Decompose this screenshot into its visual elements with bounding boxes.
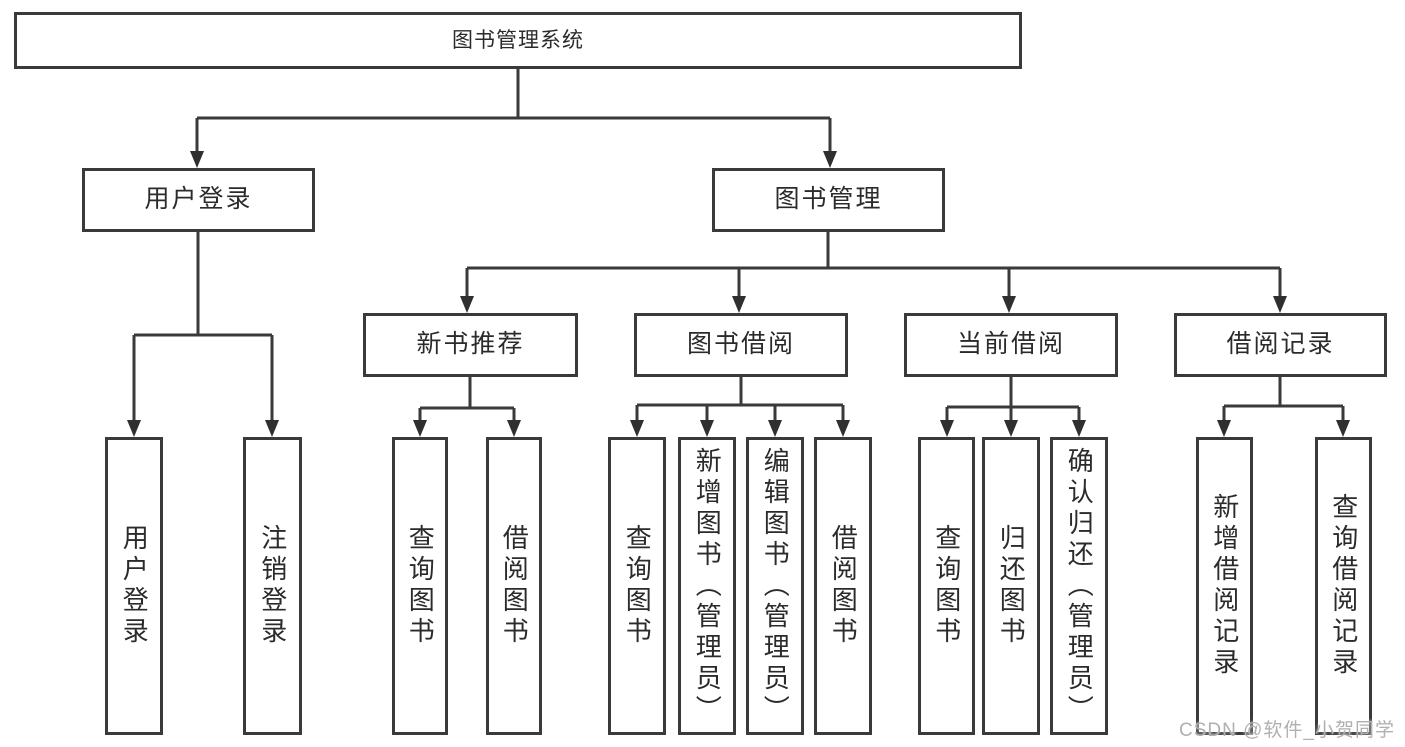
connector-new-book-to-leaves — [418, 377, 516, 422]
leaf-newbook-query-books: 查询图书 — [392, 437, 448, 735]
arrowhead — [1072, 420, 1086, 437]
node-borrow-records: 借阅记录 — [1174, 313, 1387, 377]
connector-book-management-to-level3 — [465, 232, 1282, 298]
leaf-borrow-add-books-admin: 新增图书（管理员） — [678, 437, 736, 735]
node-book-management: 图书管理 — [712, 168, 945, 232]
leaf-current-return-books: 归还图书 — [982, 437, 1040, 735]
arrowhead — [507, 420, 521, 437]
leaf-records-query-borrow-record: 查询借阅记录 — [1315, 437, 1372, 735]
arrowhead — [823, 151, 837, 168]
leaf-borrow-edit-books-admin: 编辑图书（管理员） — [746, 437, 804, 735]
arrowhead — [1273, 296, 1287, 313]
connector-book-borrow-to-leaves — [635, 377, 845, 422]
leaf-borrow-borrow-books: 借阅图书 — [814, 437, 872, 735]
arrowhead — [1217, 420, 1231, 437]
leaf-logout: 注销登录 — [243, 437, 302, 735]
arrowhead — [190, 151, 204, 168]
connector-current-borrow-to-leaves — [945, 377, 1081, 422]
leaf-borrow-query-books: 查询图书 — [608, 437, 666, 735]
csdn-watermark: CSDN @软件_小贺同学 — [1179, 720, 1395, 741]
arrowhead — [413, 420, 427, 437]
leaf-newbook-borrow-books: 借阅图书 — [486, 437, 542, 735]
arrowhead — [768, 420, 782, 437]
arrowhead — [1002, 296, 1016, 313]
node-root-system: 图书管理系统 — [14, 12, 1022, 69]
connector-root-to-level2 — [195, 69, 832, 153]
connector-user-login-to-leaves — [132, 232, 274, 422]
arrowhead — [265, 420, 279, 437]
arrowhead — [700, 420, 714, 437]
leaf-user-login: 用户登录 — [105, 437, 163, 735]
leaf-current-query-books: 查询图书 — [918, 437, 975, 735]
node-book-borrow: 图书借阅 — [634, 313, 848, 377]
arrowhead — [460, 296, 474, 313]
arrowhead — [1004, 420, 1018, 437]
node-user-login: 用户登录 — [82, 168, 315, 232]
arrowhead — [630, 420, 644, 437]
arrowhead — [127, 420, 141, 437]
leaf-records-add-borrow-record: 新增借阅记录 — [1196, 437, 1253, 735]
node-new-book-recommend: 新书推荐 — [363, 313, 578, 377]
arrowhead — [940, 420, 954, 437]
arrowhead — [836, 420, 850, 437]
arrowhead — [1336, 420, 1350, 437]
arrowhead — [732, 296, 746, 313]
node-current-borrow: 当前借阅 — [904, 313, 1118, 377]
leaf-current-confirm-return-admin: 确认归还（管理员） — [1050, 437, 1108, 735]
connector-borrow-records-to-leaves — [1222, 377, 1345, 422]
